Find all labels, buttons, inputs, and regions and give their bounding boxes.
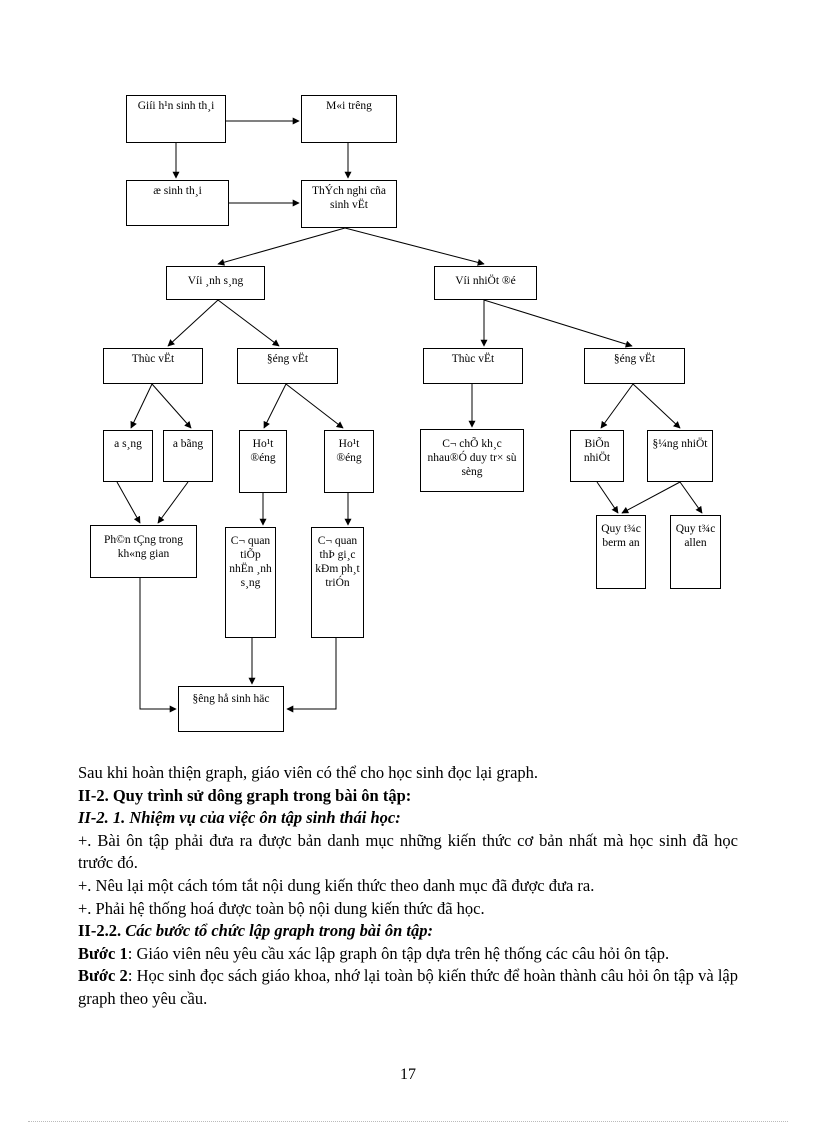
node-hoat-dong-1: Ho¹t ®éng bbox=[239, 430, 287, 493]
node-hoat-dong-2: Ho¹t ®éng bbox=[324, 430, 374, 493]
heading-nhiem-vu: II-2. 1. Nhiệm vụ của việc ôn tập sinh t… bbox=[78, 808, 401, 828]
heading-cac-buoc-prefix: II-2.2. bbox=[78, 921, 122, 941]
node-co-quan-tiep-nhan: C¬ quan tiÕp nhËn ¸nh s¸ng bbox=[225, 527, 276, 638]
arrow-n20-n23 bbox=[286, 638, 337, 713]
intro-line: Sau khi hoàn thiện graph, giáo viên có t… bbox=[78, 763, 539, 782]
step-1-text: : Giáo viên nêu yêu cầu xác lập graph ôn… bbox=[127, 943, 670, 963]
node-dong-vat-1: §éng vËt bbox=[237, 348, 338, 384]
arrow-n8-n13 bbox=[263, 383, 287, 429]
heading-quy-trinh: II-2. Quy trình sử dông graph trong bài … bbox=[78, 785, 412, 805]
paragraph-1: +. Bài ôn tập phải đưa ra được bản danh … bbox=[78, 830, 738, 873]
node-voi-anh-sang: Víi ¸nh s¸ng bbox=[166, 266, 265, 300]
step-2-text: : Học sinh đọc sách giáo khoa, nhớ lại t… bbox=[78, 966, 738, 1008]
paragraph-3: +. Phải hệ thống hoá được toàn bộ nội du… bbox=[78, 898, 485, 918]
node-duong-ho-sinh-hoc: §êng hå sinh häc bbox=[178, 686, 284, 732]
node-gioi-han-sinh-thai: Giíi h¹n sinh th¸i bbox=[126, 95, 226, 143]
node-phan-tang: Ph©n tÇng trong kh«ng gian bbox=[90, 525, 197, 578]
node-moi-truong: M«i tr­êng bbox=[301, 95, 397, 143]
step-2: Bước 2: Học sinh đọc sách giáo khoa, nhớ… bbox=[78, 965, 738, 1010]
node-o-sinh-thai: æ sinh th¸i bbox=[126, 180, 229, 226]
arrow-n5-n8 bbox=[217, 299, 280, 347]
arrow-n18-n23 bbox=[139, 578, 177, 713]
node-thich-nghi: ThÝch nghi cña sinh vËt bbox=[301, 180, 397, 228]
node-voi-nhiet-do: Víi nhiÖt ®é bbox=[434, 266, 537, 300]
diagram-connectors bbox=[116, 117, 703, 713]
heading-cac-buoc-title: Các bước tổ chức lập graph trong bài ôn … bbox=[121, 921, 433, 941]
node-a-bong: a bãng bbox=[163, 430, 213, 482]
arrow-n12-n18 bbox=[157, 481, 189, 524]
node-co-che-khac-nhau: C¬ chÕ kh¸c nhau®Ó duy tr× sù sèng bbox=[420, 429, 524, 492]
page-number: 17 bbox=[400, 1066, 416, 1083]
arrow-n4-n6 bbox=[344, 227, 485, 266]
node-quy-tac-allen: Quy t¾c allen bbox=[670, 515, 721, 589]
arrow-n11-n18 bbox=[116, 481, 141, 524]
paragraph-2: +. Nêu lại một cách tóm tắt nội dung kiế… bbox=[78, 875, 595, 895]
arrow-n6-n10 bbox=[483, 299, 633, 348]
step-2-label: Bước 2 bbox=[78, 966, 128, 986]
arrow-n17-n22 bbox=[679, 481, 703, 514]
arrow-n7-n11 bbox=[130, 383, 153, 429]
arrow-n5-n7 bbox=[167, 299, 219, 347]
node-dong-vat-2: §éng vËt bbox=[584, 348, 685, 384]
arrow-n10-n16 bbox=[600, 383, 634, 429]
node-co-quan-thi-giac: C¬ quan thÞ gi¸c kÐm ph¸t triÓn bbox=[311, 527, 364, 638]
node-thuc-vat-1: Thùc vËt bbox=[103, 348, 203, 384]
arrow-n8-n14 bbox=[285, 383, 344, 429]
arrow-n17-n21 bbox=[621, 481, 681, 514]
step-1: Bước 1: Giáo viên nêu yêu cầu xác lập gr… bbox=[78, 943, 738, 966]
heading-cac-buoc: II-2.2. Các bước tổ chức lập graph trong… bbox=[78, 920, 738, 943]
body-text: Sau khi hoàn thiện graph, giáo viên có t… bbox=[78, 762, 738, 1011]
node-a-sang: a s¸ng bbox=[103, 430, 153, 482]
arrow-n16-n21 bbox=[596, 481, 619, 514]
node-thuc-vat-2: Thùc vËt bbox=[423, 348, 523, 384]
page-bottom-rule bbox=[28, 1121, 788, 1122]
arrow-n10-n17 bbox=[632, 383, 681, 429]
arrow-n4-n5 bbox=[217, 227, 346, 266]
node-bien-nhiet: BiÕn nhiÖt bbox=[570, 430, 624, 482]
node-dang-nhiet: §¼ng nhiÖt bbox=[647, 430, 713, 482]
step-1-label: Bước 1 bbox=[78, 943, 128, 963]
arrow-n7-n12 bbox=[151, 383, 192, 429]
node-quy-tac-berman: Quy t¾c berm an bbox=[596, 515, 646, 589]
